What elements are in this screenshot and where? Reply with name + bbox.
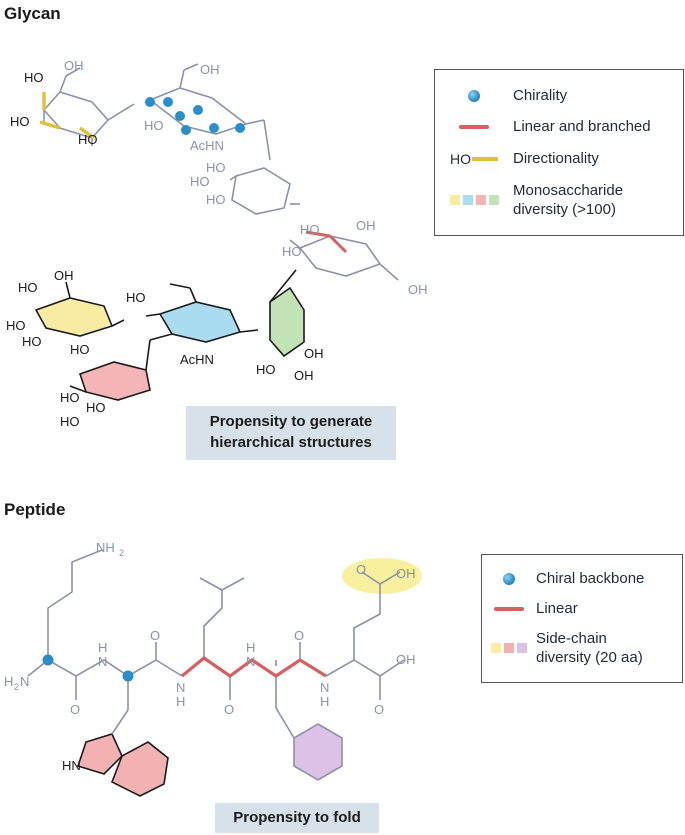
glycan-ring-red <box>78 361 151 401</box>
legend-row-linear-branched: Linear and branched <box>435 117 683 136</box>
side-chain-yellow <box>342 558 422 594</box>
glycan-label-oh: OH <box>64 58 84 73</box>
peptide-structure: NH 2 H 2 N H N O O N H O H N O N H OH O … <box>4 540 422 797</box>
peptide-label-o: O <box>294 628 304 643</box>
glycan-label-ho: HO <box>206 192 226 207</box>
peptide-label-o: O <box>356 562 366 577</box>
peptide-label-n: N <box>98 654 107 669</box>
legend-mono-label: Monosaccharide diversity (>100) <box>513 182 624 218</box>
glycan-ring-green <box>269 286 305 358</box>
chiral-dot-2 <box>122 670 134 682</box>
peptide-linear-line-icon <box>494 606 524 611</box>
glycan-label-ho: HO <box>60 390 80 405</box>
glycan-label-ho: HO <box>6 318 26 333</box>
glycan-label-ho: HO <box>24 70 44 85</box>
glycan-caption: Propensity to generate hierarchical stru… <box>186 406 396 460</box>
glycan-label-ho: HO <box>282 244 302 259</box>
glycan-ring-center <box>231 167 291 215</box>
peptide-label-nh2: NH <box>96 540 115 555</box>
peptide-label-h: H <box>98 640 107 655</box>
glycan-label-ho: HO <box>206 160 226 175</box>
peptide-label-oh: OH <box>396 652 416 667</box>
peptide-label-o: O <box>374 702 384 717</box>
glycan-label-ho: HO <box>78 132 98 147</box>
peptide-legend: Chiral backbone Linear Side-chain divers… <box>481 554 683 683</box>
glycan-structure: HO OH HO HO OH HO AcHN HO HO HO HO HO OH… <box>6 58 428 429</box>
glycan-label-ho: HO <box>22 334 42 349</box>
side-chain-swatch-icon <box>491 643 527 653</box>
glycan-label-ho: HO <box>60 414 80 429</box>
peptide-label-h: H <box>246 640 255 655</box>
glycan-label-ho: HO <box>190 174 210 189</box>
side-chain-red-ring2 <box>110 741 169 797</box>
legend-chirality-label: Chirality <box>513 87 568 104</box>
peptide-label-h2n: H <box>4 674 13 689</box>
legend-row-directionality: HO Directionality <box>435 149 683 168</box>
legend-linear-branched-label: Linear and branched <box>513 118 651 135</box>
glycan-title: Glycan <box>4 4 61 23</box>
legend-row-chirality: Chirality <box>435 86 683 105</box>
glycan-label-ho: HO <box>70 342 90 357</box>
linear-line-icon <box>459 124 489 129</box>
glycan-label-oh: OH <box>54 268 74 283</box>
peptide-label-o: O <box>150 628 160 643</box>
peptide-label-h2n-n: N <box>20 674 29 689</box>
peptide-label-oh: OH <box>396 566 416 581</box>
legend-row-side-chain: Side-chain diversity (20 aa) <box>482 629 682 667</box>
peptide-label-o: O <box>224 702 234 717</box>
legend-row-chiral-backbone: Chiral backbone <box>482 569 682 588</box>
side-chain-purple <box>293 723 343 781</box>
peptide-label-h2n-sub: 2 <box>14 682 19 692</box>
chirality-dot-icon <box>468 89 480 102</box>
glycan-label-achn: AcHN <box>190 138 224 153</box>
peptide-caption: Propensity to fold <box>215 803 379 833</box>
chiral-dot-1 <box>42 654 54 666</box>
glycan-label-ho: HO <box>300 222 320 237</box>
glycan-label-oh: OH <box>294 368 314 383</box>
legend-row-mono: Monosaccharide diversity (>100) <box>435 181 683 219</box>
glycan-label-ho: HO <box>10 114 30 129</box>
legend-side-chain-label: Side-chain diversity (20 aa) <box>536 630 643 666</box>
glycan-ring-top-left <box>42 91 110 139</box>
glycan-label-oh: OH <box>356 218 376 233</box>
glycan-ring-blue <box>158 301 242 343</box>
glycan-label-oh: OH <box>200 62 220 77</box>
glycan-label-ho: HO <box>256 362 276 377</box>
glycan-label-ho: HO <box>18 280 38 295</box>
glycan-ring-right <box>298 235 382 277</box>
peptide-label-nh2-sub: 2 <box>119 548 124 558</box>
side-chain-red-ring1 <box>76 733 123 775</box>
mono-swatch-icon <box>449 195 499 205</box>
glycan-label-oh: OH <box>408 282 428 297</box>
glycan-label-oh: OH <box>304 346 324 361</box>
peptide-label-n: N <box>320 680 329 695</box>
glycan-label-ho: HO <box>126 290 146 305</box>
peptide-label-o: O <box>70 702 80 717</box>
glycan-ring-yellow <box>34 297 114 337</box>
glycan-legend: Chirality Linear and branched HO Directi… <box>434 69 684 236</box>
legend-directionality-label: Directionality <box>513 150 599 167</box>
chiral-backbone-dot-icon <box>503 572 515 585</box>
peptide-label-h: H <box>176 694 185 709</box>
legend-linear-label: Linear <box>536 600 578 617</box>
glycan-label-ho: HO <box>86 400 106 415</box>
glycan-label-ho: HO <box>144 118 164 133</box>
glycan-label-achn: AcHN <box>180 352 214 367</box>
glycan-chirality-dots <box>145 97 245 135</box>
legend-row-linear: Linear <box>482 599 682 618</box>
peptide-label-n: N <box>246 654 255 669</box>
directionality-icon: HO <box>450 151 498 167</box>
peptide-label-hn: HN <box>62 758 81 773</box>
legend-chiral-backbone-label: Chiral backbone <box>536 570 645 587</box>
peptide-label-h: H <box>320 694 329 709</box>
peptide-title: Peptide <box>4 500 66 519</box>
peptide-label-n: N <box>176 680 185 695</box>
